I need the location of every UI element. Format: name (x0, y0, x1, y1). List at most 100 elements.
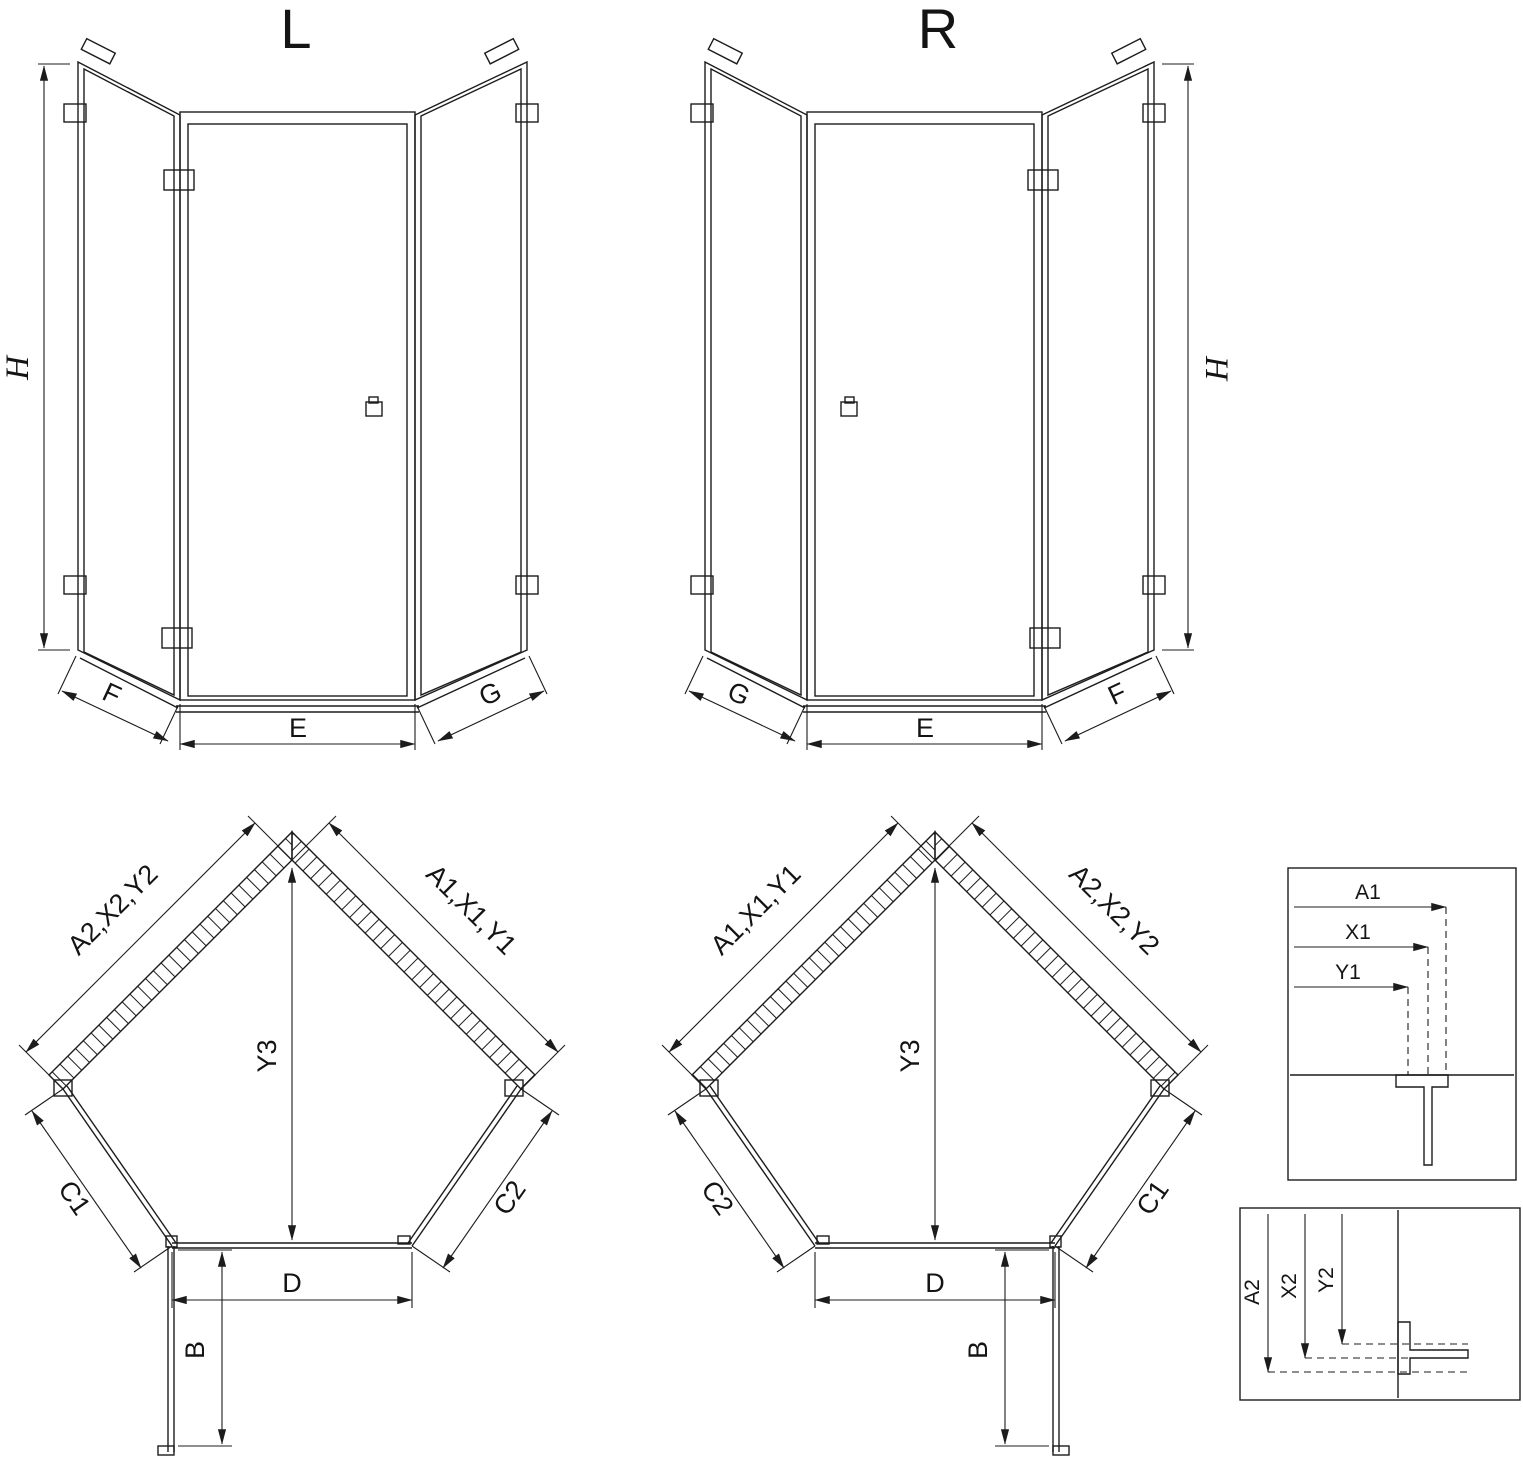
corner-profile (1150, 1079, 1170, 1097)
wall-bracket (1142, 103, 1166, 123)
elevation-left-structure (63, 37, 539, 713)
left-side-panel-inner (710, 67, 802, 697)
wall-bracket (690, 575, 714, 595)
door-hinge (161, 627, 193, 649)
dim-label-c1: C1 (52, 1175, 96, 1220)
wall-clamp-icon (80, 37, 117, 65)
detail-box (1239, 1207, 1521, 1401)
detail-horizontal-profile-structure (1287, 867, 1517, 1181)
dim-label-e: E (289, 713, 307, 743)
right-side-panel-inner (420, 67, 522, 697)
door-handle-icon (840, 401, 858, 417)
dim-label-wall-upper-right: A1,X1,Y1 (420, 859, 522, 961)
plan-right-dimensions (661, 815, 1209, 1447)
dim-label-x2: X2 (1278, 1273, 1301, 1299)
dim-label-f: F (98, 677, 126, 711)
door-handle-icon (816, 1235, 830, 1245)
dim-label-c2: C2 (695, 1175, 739, 1220)
door-hinge (163, 169, 195, 191)
elevation-right-dimensions (684, 63, 1194, 750)
dim-label-e: E (916, 713, 934, 743)
dim-label-g: G (723, 676, 755, 712)
elevation-left-title: L (280, 0, 311, 60)
dim-label-y1: Y1 (1335, 961, 1361, 984)
tray-edge (416, 657, 526, 709)
dim-label-f: F (1103, 677, 1131, 711)
dim-label-g: G (474, 676, 506, 712)
dim-label-h: H (0, 354, 36, 381)
corner-profile (504, 1079, 524, 1097)
elevation-left: L (0, 0, 548, 750)
door-open-foot (157, 1445, 175, 1456)
detail-box (1287, 867, 1517, 1181)
elevation-left-dimensions (38, 63, 548, 750)
plan-left-dimensions (18, 815, 566, 1447)
wall-clamp-icon (707, 37, 744, 65)
dim-label-wall-upper-left: A1,X1,Y1 (705, 859, 807, 961)
side-glass-c2-inner (709, 1085, 820, 1244)
side-glass-c2 (705, 1088, 816, 1247)
wall-strip-right (291, 830, 536, 1090)
elevation-right-title: R (918, 0, 958, 60)
dim-label-y2: Y2 (1315, 1267, 1338, 1293)
door-handle-icon-tab (368, 396, 379, 404)
side-glass-c1-inner (66, 1085, 177, 1244)
dim-label-b: B (963, 1341, 993, 1359)
side-glass-c1 (62, 1088, 173, 1247)
wall-bracket (1142, 575, 1166, 595)
tray-edge (706, 657, 806, 709)
elevation-right: R (684, 0, 1234, 750)
corner-profile (53, 1079, 73, 1097)
detail-vertical-profile-structure (1239, 1207, 1521, 1401)
side-glass-c2-inner (407, 1085, 518, 1244)
door-handle-icon (365, 401, 383, 417)
wall-bracket (515, 103, 539, 123)
wall-strip-right (934, 830, 1179, 1090)
dim-label-x1: X1 (1345, 921, 1371, 944)
left-side-panel-inner (83, 67, 175, 697)
dim-label-a1: A1 (1355, 881, 1381, 904)
dim-label-wall-upper-left: A2,X2,Y2 (62, 859, 164, 961)
door-hinge (1029, 627, 1061, 649)
detail-vertical-profile: A2 X2 Y2 (1239, 1207, 1521, 1401)
door-handle-icon (397, 1235, 411, 1245)
door-open-foot (1052, 1445, 1070, 1456)
dim-label-a2: A2 (1241, 1279, 1264, 1305)
door-panel-frame (806, 111, 1043, 701)
door-panel-glass (814, 123, 1035, 697)
side-glass-c1-inner (1050, 1085, 1161, 1244)
dim-label-y3: Y3 (895, 1039, 925, 1072)
left-side-panel (704, 60, 808, 702)
wall-profile-section (1395, 1074, 1449, 1166)
door-panel-frame (179, 111, 416, 701)
left-side-panel (77, 60, 181, 702)
side-glass-c2 (411, 1088, 522, 1247)
wall-clamp-icon (1110, 37, 1147, 65)
tray-edge (79, 657, 179, 709)
wall-profile-section (1397, 1321, 1469, 1375)
wall-bracket (690, 103, 714, 123)
door-panel-glass (187, 123, 408, 697)
right-side-panel (414, 60, 528, 702)
wall-bracket (63, 575, 87, 595)
dim-label-b: B (180, 1341, 210, 1359)
door-handle-icon-tab (844, 396, 855, 404)
side-glass-c1 (1054, 1088, 1165, 1247)
dim-label-wall-upper-right: A2,X2,Y2 (1063, 859, 1165, 961)
dim-label-c1: C1 (1130, 1175, 1174, 1220)
dim-label-d: D (282, 1268, 302, 1298)
plan-left: A2,X2,Y2 A1,X1,Y1 Y3 C1 C2 D B (18, 815, 566, 1456)
dim-label-y3: Y3 (252, 1039, 282, 1072)
detail-vertical-profile-dimensions (1263, 1214, 1468, 1373)
dim-label-d: D (925, 1268, 945, 1298)
wall-bracket (63, 103, 87, 123)
right-side-panel (1041, 60, 1155, 702)
elevation-right-structure (690, 37, 1166, 713)
dim-label-c2: C2 (487, 1175, 531, 1220)
tray-edge (1043, 657, 1153, 709)
detail-horizontal-profile: A1 X1 Y1 (1287, 867, 1517, 1181)
right-side-panel-inner (1047, 67, 1149, 697)
wall-bracket (515, 575, 539, 595)
dim-label-h: H (1198, 355, 1234, 382)
